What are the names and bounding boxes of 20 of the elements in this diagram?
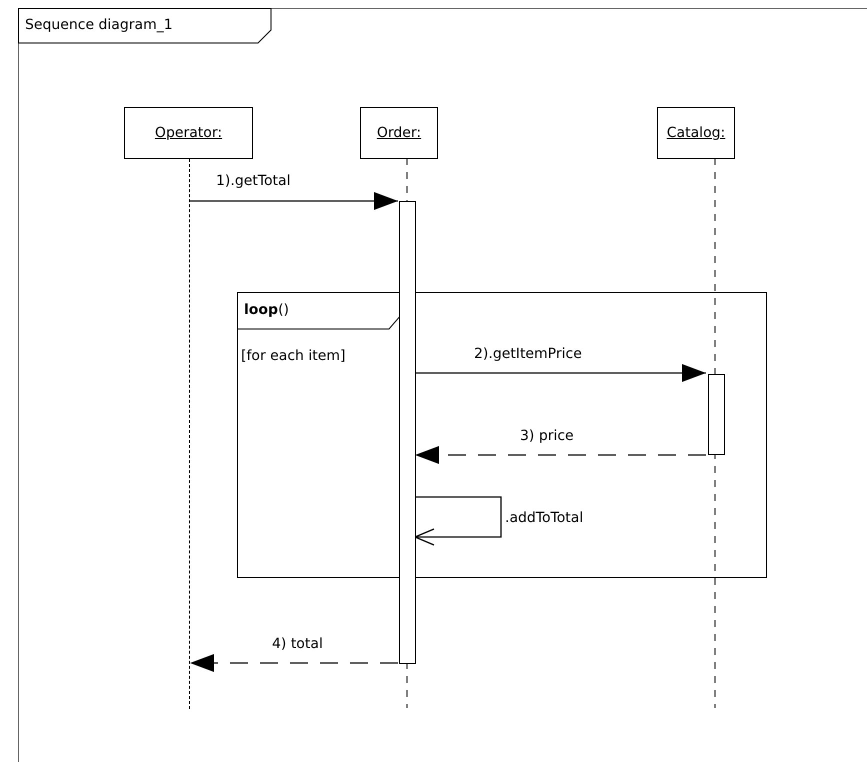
object-name: Order: — [376, 125, 422, 141]
object-box — [657, 107, 735, 159]
message-label: 2).getItemPrice — [472, 345, 584, 363]
fragment-operator: loop() — [244, 301, 289, 319]
message-arrow — [415, 364, 706, 382]
object-name: Operator: — [154, 125, 222, 141]
object-name: Catalog: — [666, 125, 726, 141]
activation-bar — [399, 201, 416, 664]
activation-bar — [708, 374, 725, 455]
lifeline — [189, 159, 192, 709]
message-label: 4) total — [270, 635, 325, 653]
return-message-arrow — [190, 654, 398, 672]
self-message-arrow — [414, 496, 502, 546]
frame-title: Sequence diagram_1 — [25, 16, 173, 34]
message-label: 3) price — [518, 427, 576, 445]
message-arrow — [190, 192, 398, 210]
guard-condition: [for each item] — [241, 347, 346, 365]
object-box — [360, 107, 438, 159]
object-box — [124, 107, 253, 159]
return-message-arrow — [415, 446, 706, 464]
